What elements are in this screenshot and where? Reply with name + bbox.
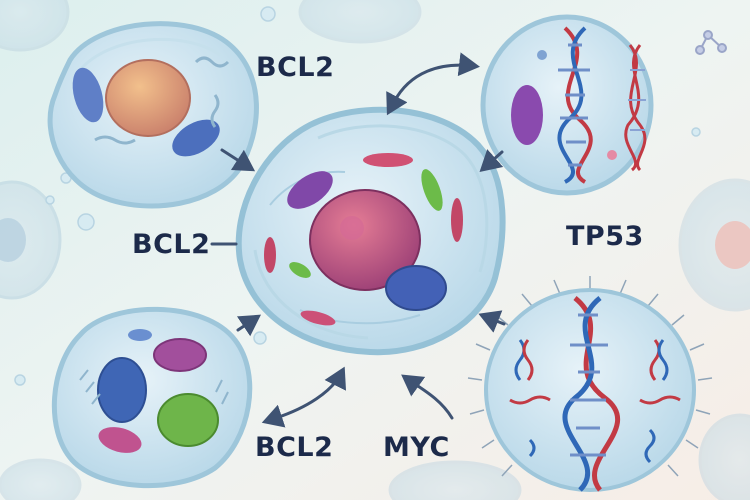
arrow [236, 314, 261, 337]
bottom-left-cell [51, 306, 253, 489]
arrow [220, 148, 256, 172]
arrow [479, 149, 504, 172]
arrow [261, 366, 347, 428]
organelle [128, 329, 152, 341]
organelle [157, 393, 219, 447]
organelle [153, 338, 207, 372]
organelle [421, 169, 443, 211]
arrow [386, 52, 480, 116]
organelle [363, 153, 413, 167]
organelle [289, 262, 311, 278]
arrow [401, 374, 454, 420]
nucleus [97, 357, 147, 423]
bottom-right-cell [467, 276, 713, 492]
label-bcl2-bottom: BCL2 [255, 432, 334, 463]
arrows [210, 52, 506, 428]
organelle [172, 119, 220, 157]
center-cell [235, 106, 506, 356]
molecule-icon [695, 30, 727, 55]
label-bcl2-top: BCL2 [256, 52, 335, 83]
dna-helix [557, 26, 593, 184]
organelle [300, 310, 336, 326]
dna-helix-large [562, 296, 621, 492]
top-right-cell [480, 14, 654, 196]
arrow [478, 310, 506, 333]
organelle [511, 85, 543, 145]
nucleus [105, 59, 191, 137]
organelle [385, 265, 447, 311]
dna-helix-small [624, 44, 647, 172]
organelle [264, 237, 276, 273]
label-myc: MYC [383, 432, 450, 463]
label-bcl2-center: BCL2 [132, 229, 211, 260]
nucleus [309, 189, 421, 291]
label-tp53: TP53 [566, 221, 644, 252]
organelle [287, 171, 333, 209]
top-left-cell [47, 21, 259, 209]
organelle [451, 198, 463, 242]
dna-fragments [509, 339, 681, 464]
organelle [98, 427, 142, 453]
organelle [72, 67, 104, 123]
